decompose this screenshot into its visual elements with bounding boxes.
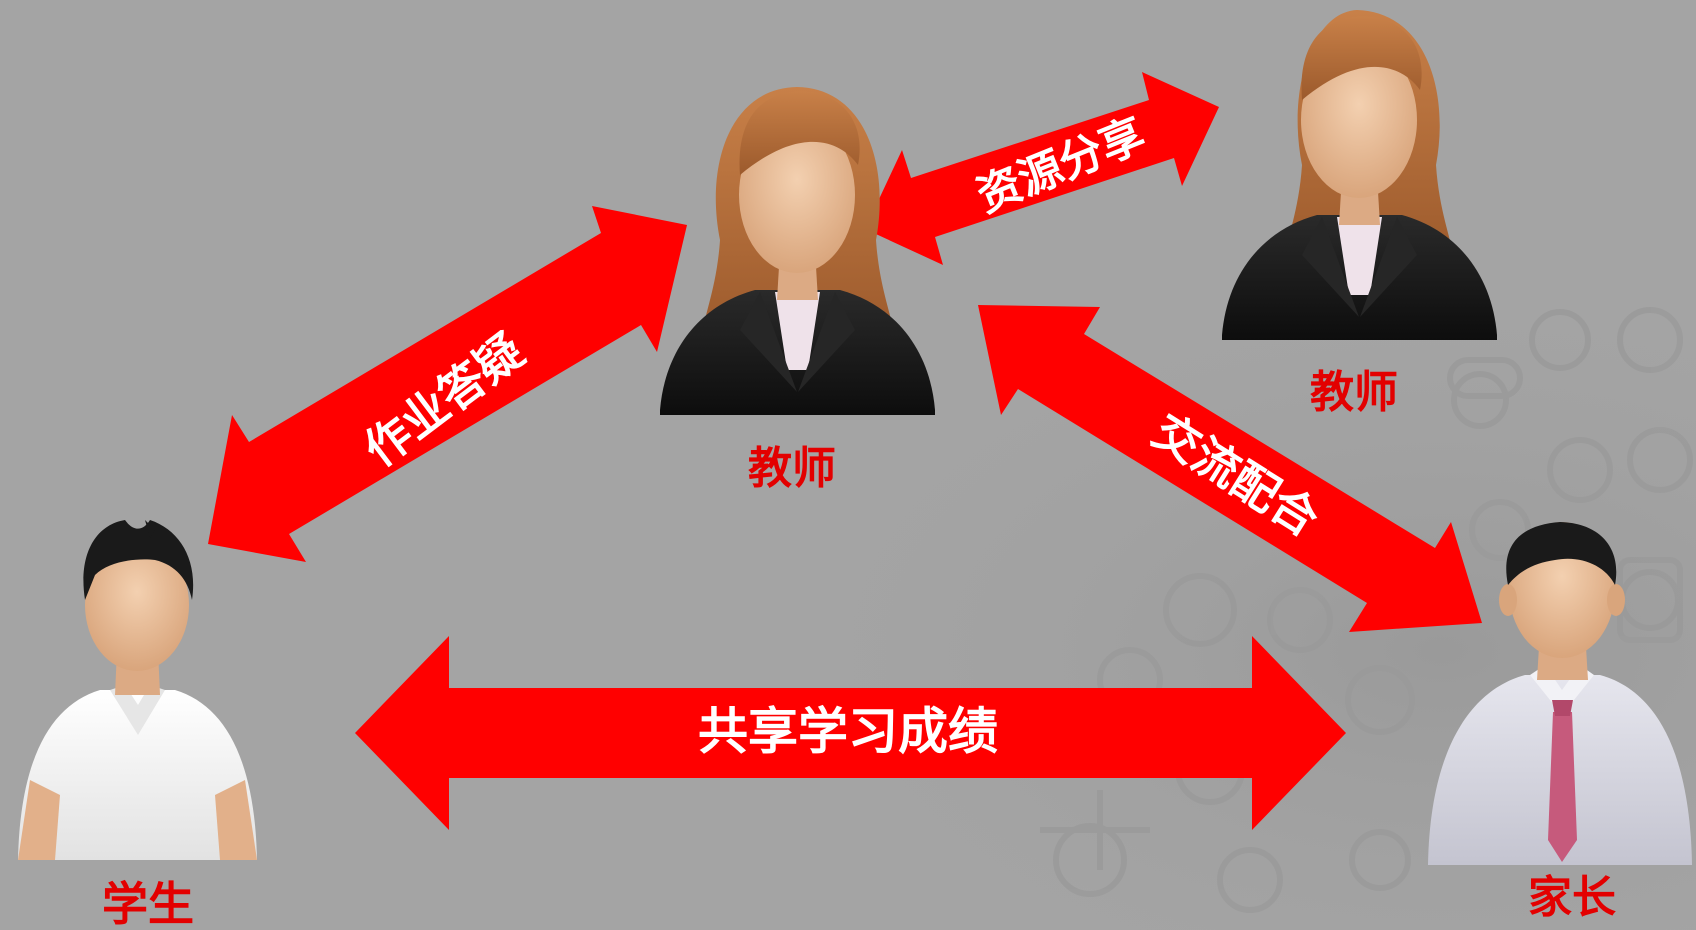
student-label: 学生 — [102, 877, 194, 930]
teacher-center-label: 教师 — [748, 443, 836, 494]
student-avatar — [18, 520, 257, 860]
resources-arrow — [865, 72, 1219, 265]
parent-label: 家长 — [1528, 872, 1616, 923]
parent-avatar — [1428, 522, 1692, 865]
homework-arrow — [208, 206, 687, 562]
decorative-icon-pattern — [1040, 307, 1693, 913]
grades-arrow — [355, 636, 1346, 830]
teacher-right-label: 教师 — [1310, 367, 1398, 418]
grades-arrow-label: 共享学习成绩 — [698, 703, 998, 761]
teacher-right-avatar — [1222, 10, 1497, 340]
communicate-arrow — [978, 305, 1482, 632]
teacher-center-avatar — [660, 87, 935, 415]
